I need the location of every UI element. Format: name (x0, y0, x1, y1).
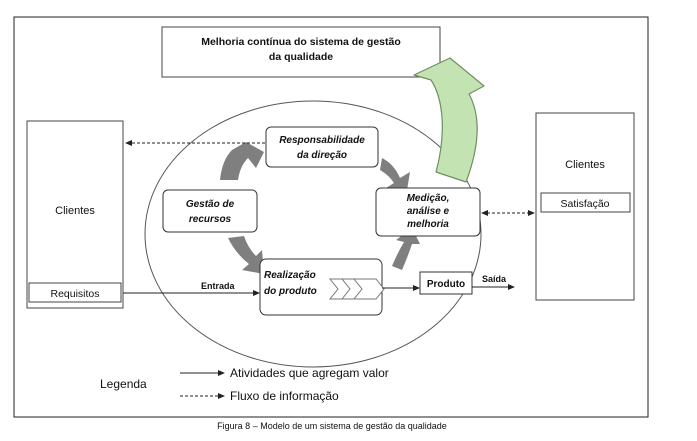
requisitos-label: Requisitos (50, 288, 99, 300)
entrada-label: Entrada (201, 281, 236, 291)
medicao-line-2: análise e (407, 206, 450, 217)
produto-label: Produto (427, 279, 465, 290)
realizacao-line-1: Realização (264, 270, 316, 281)
requisitos-box (28, 282, 122, 303)
saida-label: Saída (482, 274, 507, 284)
satisfacao-box (540, 192, 631, 213)
cycle-arrow-top-left (220, 142, 264, 180)
medicao-line-3: melhoria (407, 219, 449, 230)
responsabilidade-line-1: Responsabilidade (279, 135, 365, 146)
improvement-line-1: Melhoria contínua do sistema de gestão (201, 36, 401, 48)
figure-caption: Figura 8 – Modelo de um sistema de gestã… (217, 421, 447, 431)
responsabilidade-line-2: da direção (297, 150, 347, 161)
cycle-arrow-bottom-left (228, 236, 264, 274)
legend-dashed-label: Fluxo de informação (230, 389, 339, 403)
left-client-title: Clientes (55, 205, 95, 217)
medicao-box (375, 187, 481, 237)
improvement-box (161, 26, 441, 78)
improvement-arrow (413, 57, 485, 183)
produto-box (419, 271, 473, 295)
improvement-line-2: da qualidade (269, 51, 333, 63)
satisfacao-label: Satisfação (560, 198, 609, 210)
realizacao-line-2: do produto (264, 286, 317, 297)
left-client-box (26, 120, 124, 309)
chevron-icon (328, 278, 385, 300)
gestao-line-1: Gestão de (186, 199, 235, 210)
cycle-arrow-bottom-right (392, 228, 420, 270)
gestao-line-2: recursos (189, 214, 232, 225)
responsabilidade-box (265, 126, 379, 168)
legend-title: Legenda (100, 377, 147, 391)
medicao-line-1: Medição, (407, 193, 450, 204)
gestao-box (162, 189, 258, 233)
right-client-title: Clientes (565, 159, 605, 171)
legend-solid-label: Atividades que agregam valor (230, 366, 389, 380)
cycle-arrow-top-right (380, 158, 410, 196)
